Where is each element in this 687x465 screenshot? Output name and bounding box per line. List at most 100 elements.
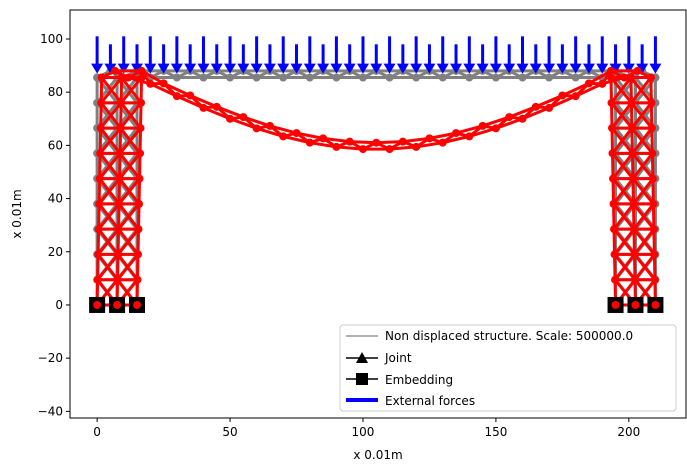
- force-arrow-head: [436, 63, 449, 74]
- displaced-node: [212, 102, 221, 111]
- displaced-member: [610, 101, 634, 130]
- displaced-node: [571, 92, 580, 101]
- displaced-member: [99, 101, 103, 130]
- displaced-member: [494, 117, 524, 130]
- displaced-member: [136, 252, 140, 282]
- displaced-node: [630, 275, 639, 284]
- displaced-member: [630, 126, 654, 155]
- displaced-member: [118, 126, 123, 155]
- displaced-node: [95, 199, 104, 208]
- displaced-node: [649, 199, 658, 208]
- force-arrow-head: [237, 63, 250, 74]
- displaced-node: [93, 275, 102, 284]
- displaced-member: [96, 227, 101, 256]
- displaced-node: [332, 142, 341, 151]
- displaced-member: [139, 101, 143, 130]
- displaced-member: [574, 82, 604, 98]
- displaced-member: [162, 81, 192, 97]
- displaced-node: [607, 73, 616, 82]
- displaced-node: [610, 250, 619, 259]
- displaced-node: [649, 225, 658, 234]
- force-arrow-head: [463, 63, 476, 74]
- displaced-member: [441, 134, 471, 145]
- displaced-node: [133, 275, 142, 284]
- displaced-member: [119, 126, 142, 155]
- displaced-node: [650, 275, 659, 284]
- force-arrow-head: [210, 63, 223, 74]
- displaced-node: [620, 73, 629, 82]
- displaced-member: [98, 151, 102, 181]
- displaced-member: [175, 94, 205, 110]
- displaced-node: [398, 137, 407, 146]
- displaced-member: [651, 177, 655, 206]
- displaced-member: [334, 145, 365, 151]
- displaced-node: [648, 149, 657, 158]
- displaced-member: [629, 101, 634, 130]
- displaced-node: [650, 250, 659, 259]
- displaced-node: [116, 124, 125, 133]
- displaced-member: [138, 151, 142, 181]
- displaced-member: [612, 202, 636, 231]
- displaced-member: [611, 151, 615, 181]
- displaced-node: [117, 73, 126, 82]
- displaced-node: [611, 300, 620, 309]
- displaced-node: [114, 250, 123, 259]
- force-arrow-head: [543, 63, 556, 74]
- force-arrow-head: [343, 63, 356, 74]
- displaced-member: [613, 252, 637, 282]
- displaced-node: [491, 124, 500, 133]
- original-node: [545, 73, 554, 82]
- displaced-member: [374, 140, 405, 145]
- displaced-node: [558, 91, 567, 100]
- displaced-node: [647, 98, 656, 107]
- displaced-node: [134, 250, 143, 259]
- displaced-node: [628, 149, 637, 158]
- displaced-member: [99, 76, 104, 105]
- displaced-node: [114, 225, 123, 234]
- displaced-member: [118, 151, 122, 181]
- displaced-member: [140, 69, 166, 85]
- displaced-node: [96, 149, 105, 158]
- original-node: [571, 73, 580, 82]
- force-arrow-head: [224, 63, 237, 74]
- displaced-member: [268, 124, 299, 135]
- displaced-member: [97, 227, 120, 256]
- legend-label-joint: Joint: [384, 351, 412, 365]
- displaced-member: [632, 252, 657, 282]
- displaced-member: [97, 202, 121, 231]
- displaced-node: [452, 129, 461, 138]
- displaced-node: [385, 145, 394, 154]
- force-arrow-head: [383, 63, 396, 74]
- displaced-member: [630, 126, 634, 155]
- displaced-member: [534, 93, 564, 109]
- displaced-node: [111, 66, 120, 75]
- displaced-member: [255, 126, 285, 138]
- displaced-member: [119, 101, 123, 130]
- legend-label-original: Non displaced structure. Scale: 500000.0: [385, 329, 633, 343]
- displaced-member: [188, 93, 219, 109]
- force-arrow-head: [197, 63, 210, 74]
- displaced-node: [137, 66, 146, 75]
- displaced-member: [117, 202, 141, 231]
- force-arrow-head: [356, 63, 369, 74]
- displaced-member: [116, 227, 121, 256]
- displaced-member: [560, 81, 591, 97]
- displaced-member: [117, 227, 140, 256]
- displaced-member: [610, 126, 634, 155]
- displaced-member: [629, 76, 633, 105]
- force-arrow-head: [130, 63, 143, 74]
- original-node: [465, 73, 474, 82]
- displaced-member: [119, 101, 143, 130]
- original-node: [518, 73, 527, 82]
- original-node: [252, 73, 261, 82]
- displaced-member: [612, 227, 636, 256]
- displaced-member: [116, 252, 120, 282]
- displaced-member: [649, 76, 653, 105]
- force-arrow-head: [330, 63, 343, 74]
- displaced-node: [609, 199, 618, 208]
- displaced-member: [295, 131, 325, 140]
- displaced-member: [136, 227, 141, 256]
- displaced-node: [610, 225, 619, 234]
- displaced-member: [629, 101, 654, 130]
- displaced-member: [119, 76, 124, 105]
